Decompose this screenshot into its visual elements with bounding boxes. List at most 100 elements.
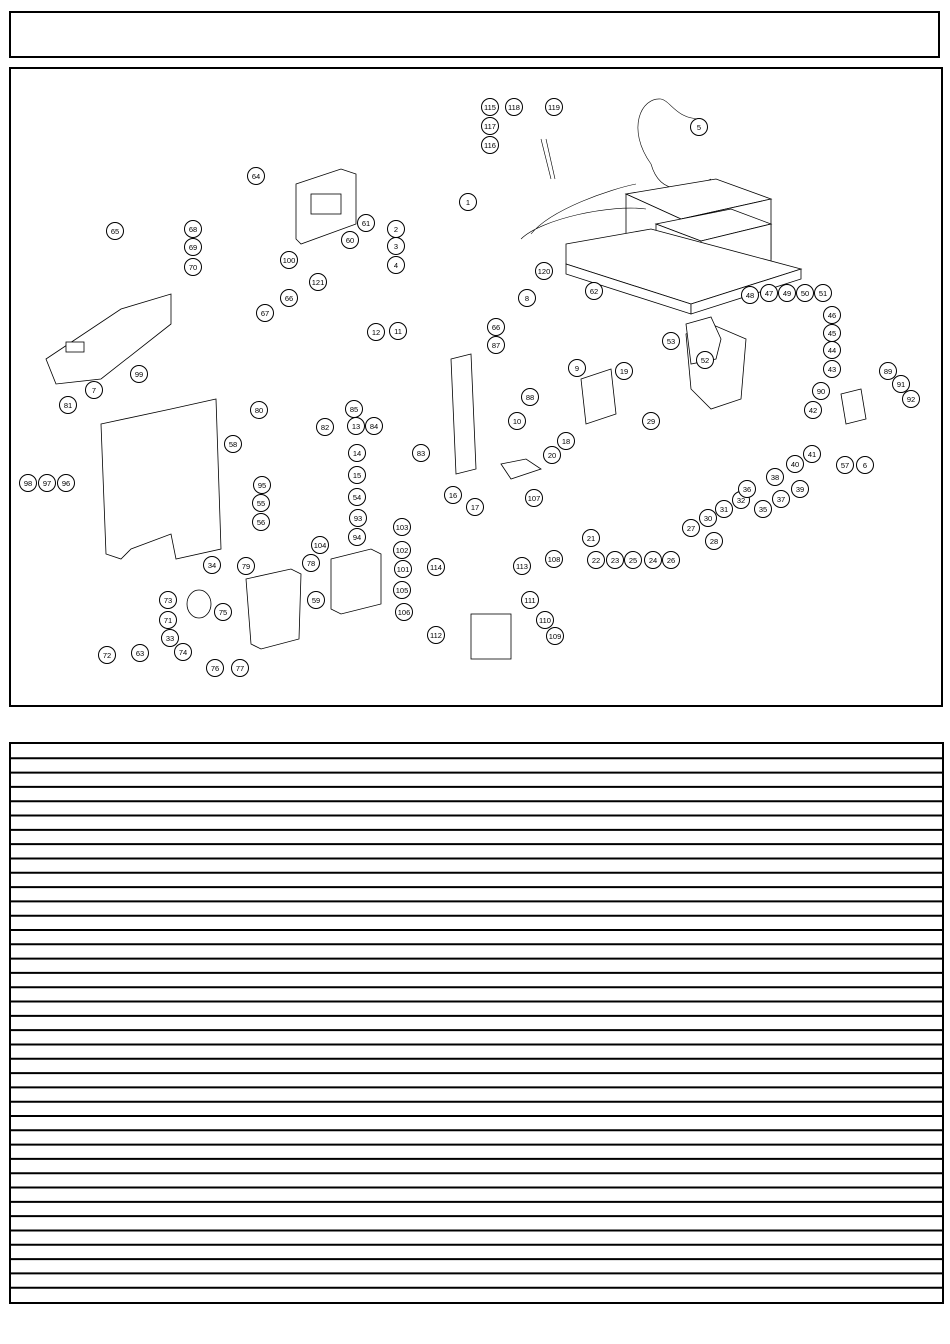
callout-label: 81 <box>64 401 72 410</box>
callout-circle <box>772 490 790 508</box>
callout-label: 95 <box>258 481 266 490</box>
callout-96: 96 <box>57 474 75 492</box>
callout-26: 26 <box>662 551 680 569</box>
callout-circle <box>543 446 561 464</box>
callout-circle <box>309 273 327 291</box>
callout-circle <box>427 626 445 644</box>
callout-108: 108 <box>545 550 563 568</box>
callout-circle <box>823 360 841 378</box>
callout-64: 64 <box>247 167 265 185</box>
callout-circle <box>412 444 430 462</box>
callout-label: 50 <box>801 289 809 298</box>
callout-circle <box>738 480 756 498</box>
callout-53: 53 <box>662 332 680 350</box>
callout-90: 90 <box>812 382 830 400</box>
callout-circle <box>387 256 405 274</box>
callout-110: 110 <box>536 611 554 629</box>
callout-7: 7 <box>85 381 103 399</box>
callout-label: 60 <box>346 236 354 245</box>
callout-circle <box>521 591 539 609</box>
callout-label: 76 <box>211 664 219 673</box>
callout-label: 34 <box>208 561 216 570</box>
callout-label: 23 <box>611 556 619 565</box>
callout-label: 16 <box>449 491 457 500</box>
callout-label: 21 <box>587 534 595 543</box>
callout-label: 77 <box>236 664 244 673</box>
callout-circle <box>481 117 499 135</box>
callout-71: 71 <box>159 611 177 629</box>
callout-73: 73 <box>159 591 177 609</box>
callout-circle <box>250 401 268 419</box>
callout-117: 117 <box>481 117 499 135</box>
callout-circle <box>38 474 56 492</box>
callout-circle <box>184 238 202 256</box>
callout-circle <box>184 258 202 276</box>
callout-circle <box>741 286 759 304</box>
callout-label: 55 <box>257 499 265 508</box>
callout-circle <box>690 118 708 136</box>
callout-label: 11 <box>394 327 402 336</box>
callout-52: 52 <box>696 351 714 369</box>
callout-21: 21 <box>582 529 600 547</box>
callout-38: 38 <box>766 468 784 486</box>
callout-label: 59 <box>312 596 320 605</box>
callout-circle <box>481 98 499 116</box>
callout-label: 101 <box>397 565 410 574</box>
callout-label: 4 <box>394 261 398 270</box>
callout-label: 8 <box>525 294 529 303</box>
callout-circle <box>367 323 385 341</box>
callout-circle <box>307 591 325 609</box>
callout-circle <box>682 519 700 537</box>
callout-label: 90 <box>817 387 825 396</box>
callout-label: 61 <box>362 219 370 228</box>
callout-circle <box>393 518 411 536</box>
callout-circle <box>902 390 920 408</box>
callout-circle <box>508 412 526 430</box>
callout-label: 66 <box>492 323 500 332</box>
callout-label: 97 <box>43 479 51 488</box>
callout-label: 19 <box>620 367 628 376</box>
callout-label: 113 <box>516 562 528 571</box>
callout-circle <box>57 474 75 492</box>
callout-circle <box>159 591 177 609</box>
callout-label: 10 <box>513 417 521 426</box>
callout-label: 80 <box>255 406 263 415</box>
callout-104: 104 <box>311 536 329 554</box>
callout-66: 66 <box>280 289 298 307</box>
callout-circle <box>481 136 499 154</box>
callout-circle <box>513 557 531 575</box>
header-box <box>9 11 940 58</box>
callout-22: 22 <box>587 551 605 569</box>
callout-label: 1 <box>466 198 470 207</box>
callout-120: 120 <box>535 262 553 280</box>
callout-circle <box>348 528 366 546</box>
callout-label: 102 <box>396 546 409 555</box>
callout-118: 118 <box>505 98 523 116</box>
callout-circle <box>557 432 575 450</box>
callout-12: 12 <box>367 323 385 341</box>
callout-29: 29 <box>642 412 660 430</box>
callout-circle <box>804 401 822 419</box>
callout-label: 39 <box>796 485 804 494</box>
callout-label: 20 <box>548 451 556 460</box>
callout-label: 82 <box>321 423 329 432</box>
callout-70: 70 <box>184 258 202 276</box>
callout-circle <box>568 359 586 377</box>
callout-label: 110 <box>539 616 551 625</box>
callout-85: 85 <box>345 400 363 418</box>
callout-68: 68 <box>184 220 202 238</box>
callout-circle <box>505 98 523 116</box>
callout-33: 33 <box>161 629 179 647</box>
callout-48: 48 <box>741 286 759 304</box>
callout-circle <box>256 304 274 322</box>
callout-circle <box>395 603 413 621</box>
callout-101: 101 <box>394 560 412 578</box>
callout-60: 60 <box>341 231 359 249</box>
callout-label: 5 <box>697 123 701 132</box>
callout-label: 13 <box>352 422 360 431</box>
callout-circle <box>521 388 539 406</box>
callout-label: 87 <box>492 341 500 350</box>
callout-label: 49 <box>783 289 791 298</box>
callout-77: 77 <box>231 659 249 677</box>
